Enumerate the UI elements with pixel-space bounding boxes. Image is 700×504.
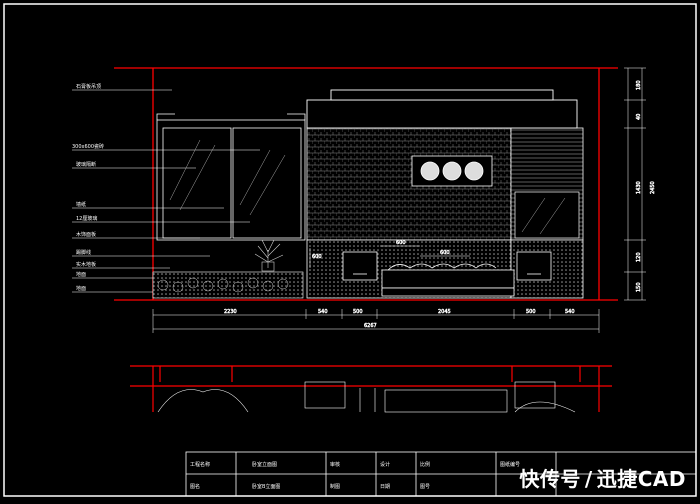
callout-floor-wood: 实木地板 (76, 261, 96, 268)
callout-skirting: 踢脚线 (76, 249, 91, 256)
dim-bottom-1: 2230 (224, 309, 237, 315)
stone-bench (152, 271, 304, 299)
right-mirror (514, 191, 580, 239)
tb-right-label: 图纸编号 (500, 461, 520, 468)
tb-col-2: 设计 (380, 461, 390, 468)
callout-ceiling: 石膏板吊顶 (76, 83, 101, 90)
plan-view-lines (130, 365, 612, 412)
bedside-right (516, 251, 552, 281)
inner-dim-2: 600 (440, 250, 450, 256)
watermark-right: 迅捷CAD (596, 467, 686, 491)
callout-floor-a: 地面 (76, 271, 86, 278)
dim-bottom-3: 500 (353, 309, 363, 315)
right-dim-5: 120 (636, 252, 642, 262)
right-dimensions: 180 40 1430 2450 120 150 (624, 67, 656, 301)
dim-bottom-6: 540 (565, 309, 575, 315)
callout-floor-b: 地面 (76, 285, 86, 292)
ceiling-soffit (306, 89, 578, 129)
plant-icon (254, 239, 284, 272)
callout-glass: 12厘玻璃 (76, 215, 97, 222)
title-block (185, 451, 697, 497)
plan-view-furniture (157, 381, 576, 413)
inner-dim-1: 600 (396, 240, 406, 246)
inner-dimensions: 600 600 600 (309, 240, 470, 268)
tb-col-6: 日期 (380, 484, 390, 490)
tb-col-4: 比例 (420, 461, 430, 468)
callout-labels: 石膏板吊顶 300x600瓷砖 玻璃隔断 墙纸 12厘玻璃 木饰面板 踢脚线 实… (72, 83, 104, 292)
dim-bottom-4: 2045 (438, 309, 451, 315)
watermark-sep: / (584, 467, 593, 491)
callout-wallpaper: 墙纸 (76, 201, 86, 208)
watermark: 快传号/迅捷CAD (519, 463, 686, 492)
inner-dim-3: 600 (312, 254, 322, 260)
dim-bottom-5: 500 (526, 309, 536, 315)
tb-row2-value: 卧室B立面图 (252, 483, 280, 490)
dim-total: 6267 (364, 323, 377, 329)
right-dim-2: 40 (636, 114, 642, 120)
callout-glass-partition: 玻璃隔断 (76, 161, 96, 168)
tb-row2-label: 图名 (190, 483, 200, 490)
tb-col-1: 审核 (330, 461, 340, 468)
right-dim-4: 2450 (650, 181, 656, 194)
right-dim-3: 1430 (636, 181, 642, 194)
wall-art-frame (411, 155, 493, 187)
bed (381, 263, 515, 297)
dim-bottom-2: 540 (318, 309, 328, 315)
tb-col-5: 图号 (420, 484, 430, 490)
left-partition (156, 113, 306, 241)
section-lines-top (114, 67, 618, 301)
watermark-left: 快传号 (519, 467, 581, 491)
tb-col-3: 制图 (330, 483, 340, 490)
right-dim-1: 180 (636, 80, 642, 90)
callout-wood-panel: 木饰面板 (76, 231, 96, 238)
tb-project-label: 工程名称 (190, 461, 210, 468)
right-dim-6: 150 (636, 282, 642, 292)
callout-tile: 300x600瓷砖 (72, 143, 104, 150)
bedside-left (342, 251, 378, 281)
bottom-dimensions: 2230 540 500 2045 500 540 6267 (152, 309, 600, 333)
tb-project-value: 卧室立面图 (252, 461, 277, 468)
title-block-text: 工程名称 卧室立面图 图名 卧室B立面图 审核 设计 制图 比例 图号 日期 图… (190, 461, 520, 490)
